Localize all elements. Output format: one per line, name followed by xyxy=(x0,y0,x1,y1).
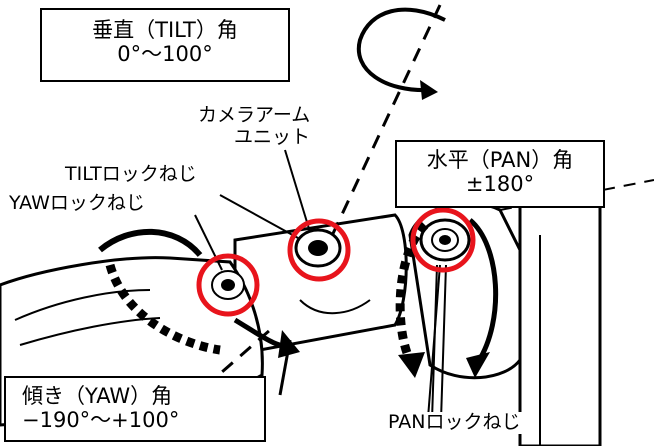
camera-arm-unit-line2: ユニット xyxy=(234,125,311,148)
pan-angle-range: ±180° xyxy=(465,172,535,197)
camera-arm-unit-line1: カメラアーム xyxy=(198,104,311,126)
pan-rotation-arrow-left xyxy=(395,221,429,363)
pan-angle-label-box: 水平（PAN）角 ±180° xyxy=(395,140,605,208)
pan-rotation-arrow-right xyxy=(468,218,499,364)
tilt-angle-title: 垂直（TILT）角 xyxy=(92,18,238,42)
tilt-angle-range: 0°～100° xyxy=(117,42,213,67)
yaw-rotation-arrow-top xyxy=(98,228,203,257)
pan-lock-screw-label: PANロックねじ xyxy=(385,411,524,434)
pan-angle-title: 水平（PAN）角 xyxy=(426,148,574,172)
tilt-angle-label-box: 垂直（TILT）角 0°～100° xyxy=(40,8,290,82)
yaw-angle-range: −190°～+100° xyxy=(22,408,180,433)
yaw-rotation-arrow-bottom xyxy=(105,263,221,355)
camera-arm-unit-label: カメラアーム ユニット xyxy=(195,104,314,149)
yaw-angle-title: 傾き（YAW）角 xyxy=(22,384,173,408)
pan-screw-highlight xyxy=(410,207,476,273)
wall-mount-plate xyxy=(518,168,602,446)
yaw-angle-label-box: 傾き（YAW）角 −190°～+100° xyxy=(4,376,266,442)
yaw-lock-screw-label: YAWロックねじ xyxy=(6,192,148,215)
tilt-screw-highlight xyxy=(287,218,351,282)
tilt-axis-line xyxy=(328,4,442,241)
tilt-rotation-arrow xyxy=(356,7,446,93)
yaw-screw-highlight xyxy=(196,253,260,317)
tilt-lock-screw-label: TILTロックねじ xyxy=(62,163,200,186)
